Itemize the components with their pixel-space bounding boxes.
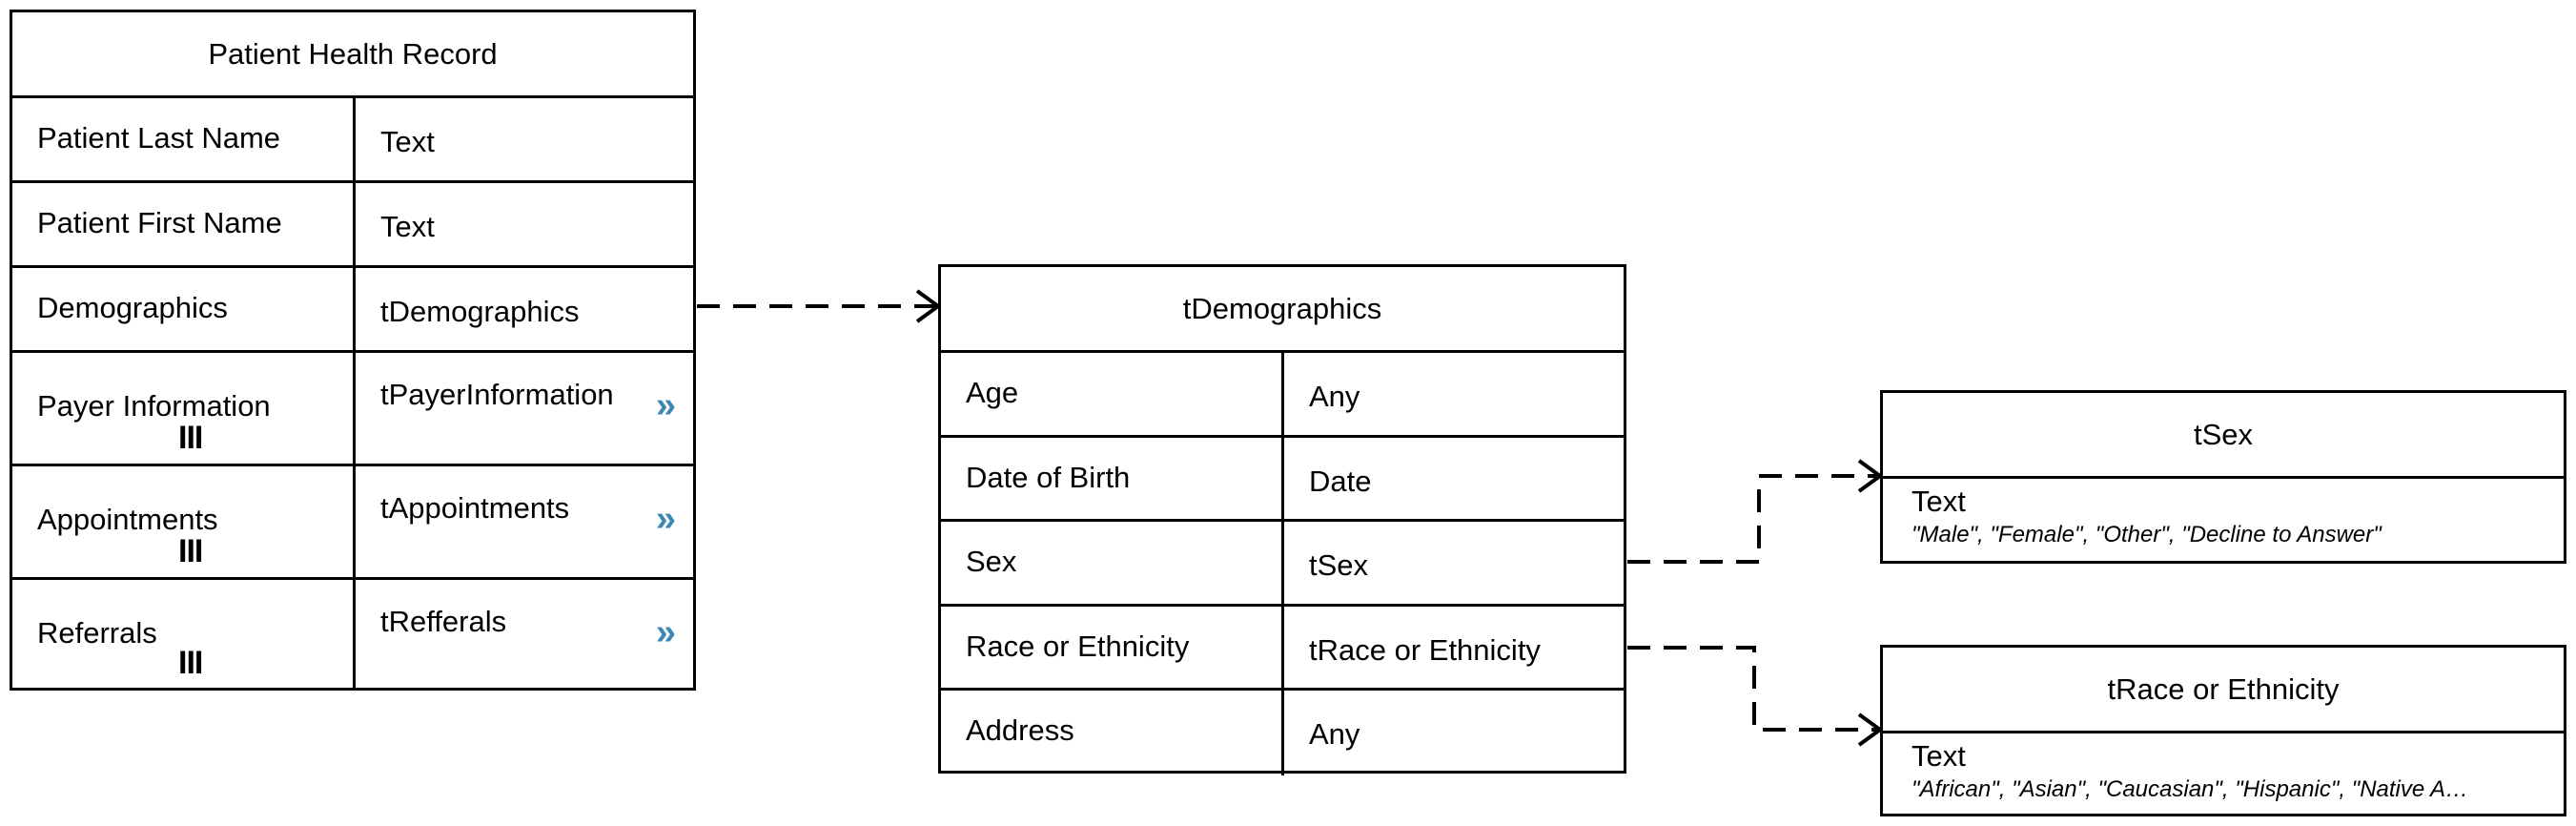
table-row: Race or Ethnicity tRace or Ethnicity [941,606,1624,691]
type-label: tPayerInformation [380,378,614,411]
table-row: Date of Birth Date [941,437,1624,522]
table-row: Appointments III tAppointments » [12,466,693,580]
type-label: tAppointments [380,491,570,525]
field-label: Address [966,713,1074,747]
field-cell: Address [941,691,1284,775]
field-label: Patient Last Name [37,121,281,155]
field-cell: Appointments III [12,466,356,577]
field-label: Referrals [37,616,157,650]
type-cell: tSex [1284,522,1624,604]
type-cell: Any [1284,691,1624,775]
table-row: Address Any [941,691,1624,775]
field-label: Patient First Name [37,206,282,239]
field-cell: Demographics [12,268,356,350]
t-race-enum-box: tRace or Ethnicity Text "African", "Asia… [1880,645,2566,816]
type-cell: tRefferals » [356,580,693,688]
enum-values: "Male", "Female", "Other", "Decline to A… [1912,522,2382,547]
type-label: Date [1309,464,1372,498]
field-label: Payer Information [37,389,271,423]
arrowhead-race [1857,712,1884,747]
multiplicity-marker: III [178,645,203,681]
field-cell: Sex [941,522,1284,604]
field-cell: Race or Ethnicity [941,606,1284,688]
enum-title: tSex [1883,393,2564,479]
field-cell: Patient First Name [12,183,356,265]
field-label: Date of Birth [966,460,1131,494]
field-label: Demographics [37,291,228,324]
enum-type: Text [1912,739,1966,773]
type-label: tSex [1309,548,1369,582]
table-title: tDemographics [941,267,1624,353]
type-label: tDemographics [380,295,580,328]
connector-sex [1627,474,1878,564]
enum-values: "African", "Asian", "Caucasian", "Hispan… [1912,776,2469,802]
double-chevron-right-icon[interactable]: » [655,612,676,652]
type-label: tRefferals [380,605,507,638]
type-cell: tRace or Ethnicity [1284,607,1624,689]
t-demographics-table: tDemographics Age Any Date of Birth Date… [938,264,1626,775]
multiplicity-marker: III [178,420,203,456]
arrowhead-sex [1857,459,1884,493]
type-label: Any [1309,380,1360,413]
type-label: Text [380,125,435,158]
type-cell: Text [356,98,693,180]
field-cell: Payer Information III [12,353,356,464]
type-cell: Date [1284,438,1624,520]
enum-title: tRace or Ethnicity [1883,648,2564,733]
field-cell: Referrals III [12,580,356,688]
t-sex-enum-box: tSex Text "Male", "Female", "Other", "De… [1880,390,2566,564]
type-cell: tAppointments » [356,466,693,577]
type-label: Any [1309,717,1360,751]
table-row: Demographics tDemographics [12,268,693,353]
type-label: Text [380,210,435,243]
enum-type: Text [1912,485,1966,518]
connector-race [1627,646,1878,732]
table-row: Age Any [941,353,1624,438]
table-row: Patient First Name Text [12,183,693,268]
double-chevron-right-icon[interactable]: » [655,499,676,539]
table-row: Patient Last Name Text [12,98,693,183]
type-cell: tPayerInformation » [356,353,693,464]
type-label: tRace or Ethnicity [1309,632,1541,667]
table-row: Payer Information III tPayerInformation … [12,353,693,466]
type-cell: tDemographics [356,268,693,350]
field-cell: Date of Birth [941,437,1284,519]
field-label: Sex [966,545,1017,578]
table-row: Sex tSex [941,522,1624,607]
field-label: Age [966,376,1019,409]
type-cell: Text [356,183,693,265]
table-title: Patient Health Record [12,12,693,98]
double-chevron-right-icon[interactable]: » [655,385,676,425]
multiplicity-marker: III [178,533,203,569]
arrowhead-demographics [915,289,942,323]
field-cell: Patient Last Name [12,98,356,180]
type-cell: Any [1284,353,1624,435]
field-cell: Age [941,353,1284,435]
field-label: Race or Ethnicity [966,629,1190,663]
patient-health-record-table: Patient Health Record Patient Last Name … [10,10,696,691]
table-row: Referrals III tRefferals » [12,580,693,688]
field-label: Appointments [37,503,218,536]
